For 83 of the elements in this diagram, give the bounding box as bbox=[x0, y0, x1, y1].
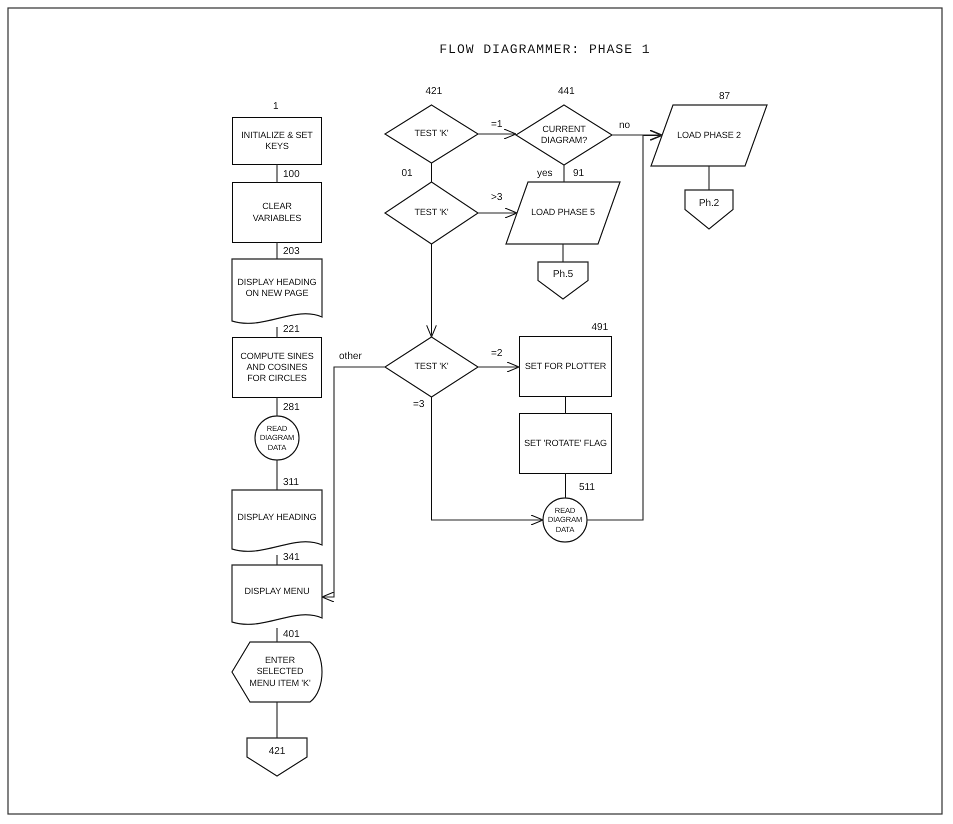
off-page-connector bbox=[685, 190, 733, 229]
node-text: TEST 'K' bbox=[414, 361, 448, 373]
node-text: COMPUTE SINES AND COSINES FOR CIRCLES bbox=[239, 350, 315, 384]
flow-line bbox=[430, 163, 432, 182]
flow-arrow bbox=[478, 207, 518, 219]
step-number: 100 bbox=[283, 170, 300, 180]
process-box bbox=[519, 413, 612, 474]
flow-line bbox=[562, 244, 564, 262]
document-shape bbox=[232, 565, 322, 628]
off-page-connector bbox=[538, 262, 588, 299]
diagram-title: FLOW DIAGRAMMER: PHASE 1 bbox=[438, 42, 652, 57]
node-text: DISPLAY MENU bbox=[244, 586, 310, 598]
node-text: Ph.2 bbox=[698, 198, 720, 211]
flow-line bbox=[276, 243, 278, 259]
off-page-connector bbox=[247, 738, 307, 776]
step-number: 421 bbox=[426, 87, 442, 97]
process-box bbox=[232, 182, 322, 243]
flow-line bbox=[276, 628, 278, 642]
flow-arrow bbox=[430, 397, 544, 526]
step-number: 01 bbox=[402, 169, 413, 179]
step-number: 401 bbox=[283, 630, 300, 640]
node-text: CLEAR VARIABLES bbox=[252, 201, 302, 224]
flow-line bbox=[564, 474, 566, 498]
edge-label: =2 bbox=[490, 349, 504, 359]
node-text: SET 'ROTATE' FLAG bbox=[524, 438, 607, 450]
process-box bbox=[232, 337, 322, 398]
edge-label: =3 bbox=[412, 400, 426, 410]
flow-arrow bbox=[478, 128, 517, 140]
step-number: 91 bbox=[573, 169, 584, 179]
flow-arrow bbox=[426, 244, 438, 338]
decision-diamond bbox=[385, 105, 478, 163]
flow-line bbox=[563, 165, 565, 182]
decision-diamond bbox=[385, 182, 478, 244]
step-number: 341 bbox=[283, 553, 300, 563]
connector-circle bbox=[255, 416, 299, 460]
input-output-parallelogram bbox=[506, 182, 620, 244]
flow-line bbox=[276, 398, 278, 416]
flow-arrow bbox=[611, 129, 663, 141]
node-text: DISPLAY HEADING bbox=[237, 512, 317, 524]
flow-line bbox=[276, 460, 278, 490]
process-box bbox=[232, 117, 322, 165]
edge-label: other bbox=[338, 352, 363, 362]
node-text: TEST 'K' bbox=[414, 128, 448, 140]
display-shape bbox=[232, 642, 322, 702]
flow-line bbox=[564, 397, 566, 413]
node-text: LOAD PHASE 5 bbox=[531, 207, 595, 219]
decision-diamond bbox=[385, 337, 478, 397]
flow-arrow bbox=[478, 361, 520, 373]
node-text: ENTER SELECTED MENU ITEM 'K' bbox=[248, 655, 312, 689]
step-number: 87 bbox=[719, 92, 730, 102]
flow-line bbox=[276, 165, 278, 182]
flow-line bbox=[276, 702, 278, 738]
step-number: 511 bbox=[579, 483, 595, 493]
process-box bbox=[519, 336, 612, 397]
node-text: SET FOR PLOTTER bbox=[524, 360, 606, 372]
node-text: CURRENT DIAGRAM? bbox=[540, 124, 588, 146]
connector-circle bbox=[543, 498, 587, 542]
node-text: DISPLAY HEADING ON NEW PAGE bbox=[236, 276, 318, 300]
flow-line bbox=[708, 166, 710, 190]
node-text: TEST 'K' bbox=[414, 207, 448, 219]
edge-label: >3 bbox=[490, 193, 504, 203]
input-output-parallelogram bbox=[651, 105, 767, 166]
step-number: 281 bbox=[283, 403, 300, 413]
edge-label: =1 bbox=[490, 120, 504, 130]
node-text: LOAD PHASE 2 bbox=[677, 130, 741, 142]
node-text: INITIALIZE & SET KEYS bbox=[240, 130, 314, 152]
step-number: 491 bbox=[592, 323, 608, 333]
edge-label: no bbox=[618, 121, 632, 131]
step-number: 441 bbox=[558, 87, 575, 97]
step-number: 203 bbox=[283, 247, 300, 257]
decision-diamond bbox=[516, 105, 612, 165]
step-number: 1 bbox=[273, 102, 279, 112]
flow-line bbox=[276, 555, 278, 565]
edge-label: yes bbox=[536, 169, 554, 179]
document-shape bbox=[232, 259, 322, 327]
step-number: 221 bbox=[283, 325, 300, 335]
step-number: 311 bbox=[283, 478, 299, 488]
node-text: Ph.5 bbox=[552, 269, 574, 282]
flow-line bbox=[276, 327, 278, 337]
flow-arrow bbox=[587, 130, 663, 521]
document-shape bbox=[232, 490, 322, 555]
node-text: 421 bbox=[268, 746, 286, 758]
flow-arrow bbox=[321, 366, 385, 603]
